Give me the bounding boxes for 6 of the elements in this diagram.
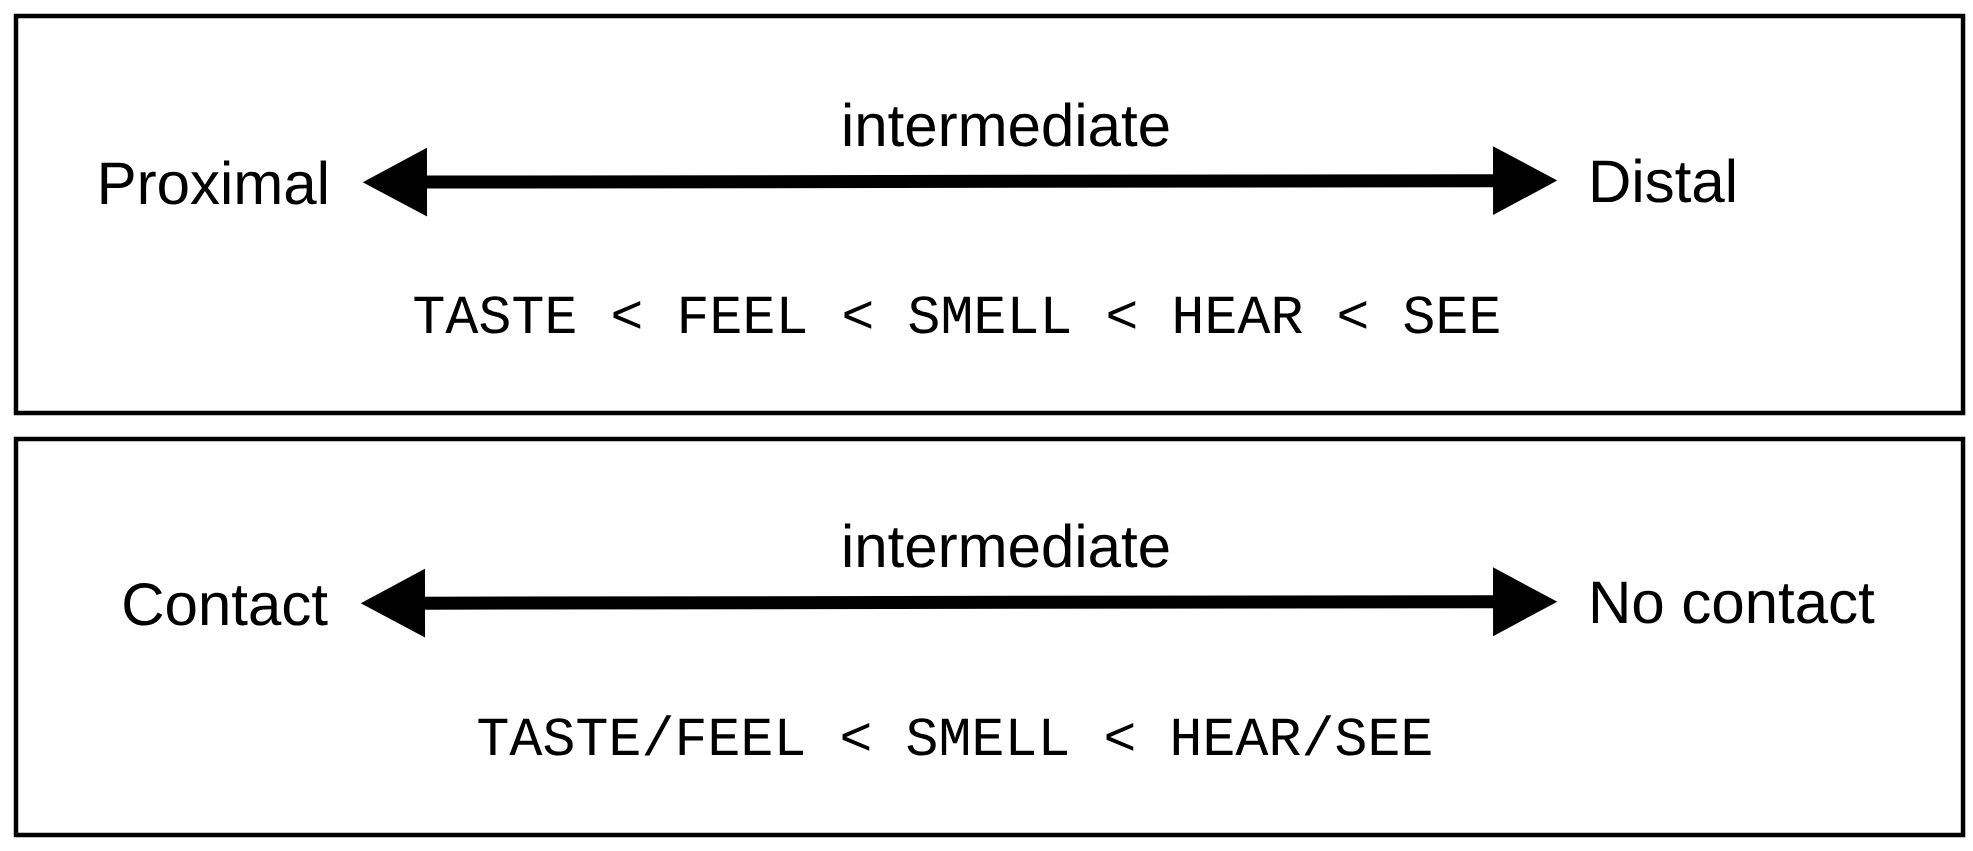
scale-end-label: Contact bbox=[124, 583, 328, 626]
scale-end-label: Proximal bbox=[101, 160, 326, 205]
scale-end-label: No contact bbox=[1592, 581, 1875, 624]
edge-label: intermediate bbox=[840, 523, 1172, 568]
edge-label: intermediate bbox=[840, 102, 1172, 147]
scale-end-label: Distal bbox=[1592, 158, 1734, 203]
